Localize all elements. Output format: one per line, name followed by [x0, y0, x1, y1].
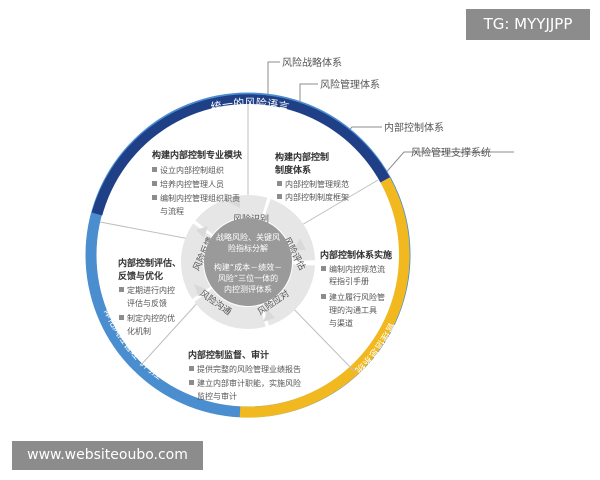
center-circle [204, 218, 292, 306]
ring-label-top: 统一的风险语言 [210, 96, 291, 114]
svg-text:构建内部控制专业模块: 构建内部控制专业模块 [152, 149, 243, 161]
svg-text:制度体系: 制度体系 [275, 164, 311, 176]
svg-text:编制内控管理组织职责: 编制内控管理组织职责 [160, 193, 240, 203]
callout-risk-strategy: 风险战略体系 [282, 56, 342, 69]
svg-text:与渠道: 与渠道 [329, 318, 353, 328]
svg-text:建立履行风险管: 建立履行风险管 [329, 292, 385, 302]
svg-text:内控测评体系: 内控测评体系 [224, 284, 272, 294]
section-implementation: 内部控制体系实施 编制内控规范流 程指引手册 建立履行风险管 理的沟通工具 与渠… [320, 249, 392, 328]
svg-text:培养内控管理人员: 培养内控管理人员 [160, 179, 224, 189]
svg-text:内部控制体系实施: 内部控制体系实施 [320, 249, 392, 261]
section-system-framework: 构建内部控制 制度体系 内部控制管理规范 内部控制制度框架 [275, 151, 349, 202]
svg-text:理的沟通工具: 理的沟通工具 [329, 305, 377, 315]
section-professional-module: 构建内部控制专业模块 设立内部控制组织 培养内控管理人员 编制内控管理组织职责 … [152, 149, 243, 216]
svg-text:内部控制管理规范: 内部控制管理规范 [285, 179, 349, 189]
section-supervision-audit: 内部控制监督、审计 提供完整的风险管理业绩报告 建立内部审计职能，实施风险 监控… [188, 349, 301, 401]
svg-text:建立内部审计职能，实施风险: 建立内部审计职能，实施风险 [197, 378, 301, 388]
section-evaluation-feedback: 内部控制评估、 反馈与优化 定期进行内控 评估与反馈 制定内控的优 化机制 [118, 257, 181, 336]
svg-text:定期进行内控: 定期进行内控 [127, 285, 175, 295]
svg-text:设立内部控制组织: 设立内部控制组织 [160, 165, 224, 175]
svg-text:构建内部控制: 构建内部控制 [275, 151, 329, 163]
svg-text:制定内控的优: 制定内控的优 [127, 313, 175, 323]
svg-text:风险”三位一体的: 风险”三位一体的 [218, 273, 278, 283]
svg-text:反馈与优化: 反馈与优化 [118, 270, 163, 282]
callout-internal-control: 内部控制体系 [384, 121, 444, 134]
svg-text:评估与反馈: 评估与反馈 [127, 298, 167, 308]
svg-text:与流程: 与流程 [160, 206, 184, 216]
sector-dividers [99, 104, 379, 373]
svg-text:构建“成本－绩效－: 构建“成本－绩效－ [214, 262, 282, 272]
svg-text:内部控制监督、审计: 内部控制监督、审计 [188, 349, 269, 361]
svg-text:化机制: 化机制 [127, 326, 151, 336]
cycle-ring [181, 195, 315, 329]
svg-text:监控与审计: 监控与审计 [197, 391, 237, 401]
svg-text:程指引手册: 程指引手册 [329, 276, 369, 286]
svg-text:战略风险、关键风: 战略风险、关键风 [216, 232, 280, 242]
svg-text:编制内控规范流: 编制内控规范流 [329, 264, 385, 274]
svg-text:内部控制评估、: 内部控制评估、 [118, 257, 181, 269]
center-text: 战略风险、关键风 险指标分解 构建“成本－绩效－ 风险”三位一体的 内控测评体系 [214, 232, 282, 294]
callout-support-system: 风险管理支撑系统 [411, 146, 491, 159]
svg-text:提供完整的风险管理业绩报告: 提供完整的风险管理业绩报告 [197, 364, 301, 374]
watermark-tg: TG: MYYJJPP [466, 9, 590, 40]
svg-text:内部控制制度框架: 内部控制制度框架 [285, 192, 349, 202]
svg-text:险指标分解: 险指标分解 [228, 243, 268, 253]
watermark-site: www.websiteoubo.com [12, 441, 203, 470]
callout-risk-management: 风险管理体系 [320, 78, 380, 91]
